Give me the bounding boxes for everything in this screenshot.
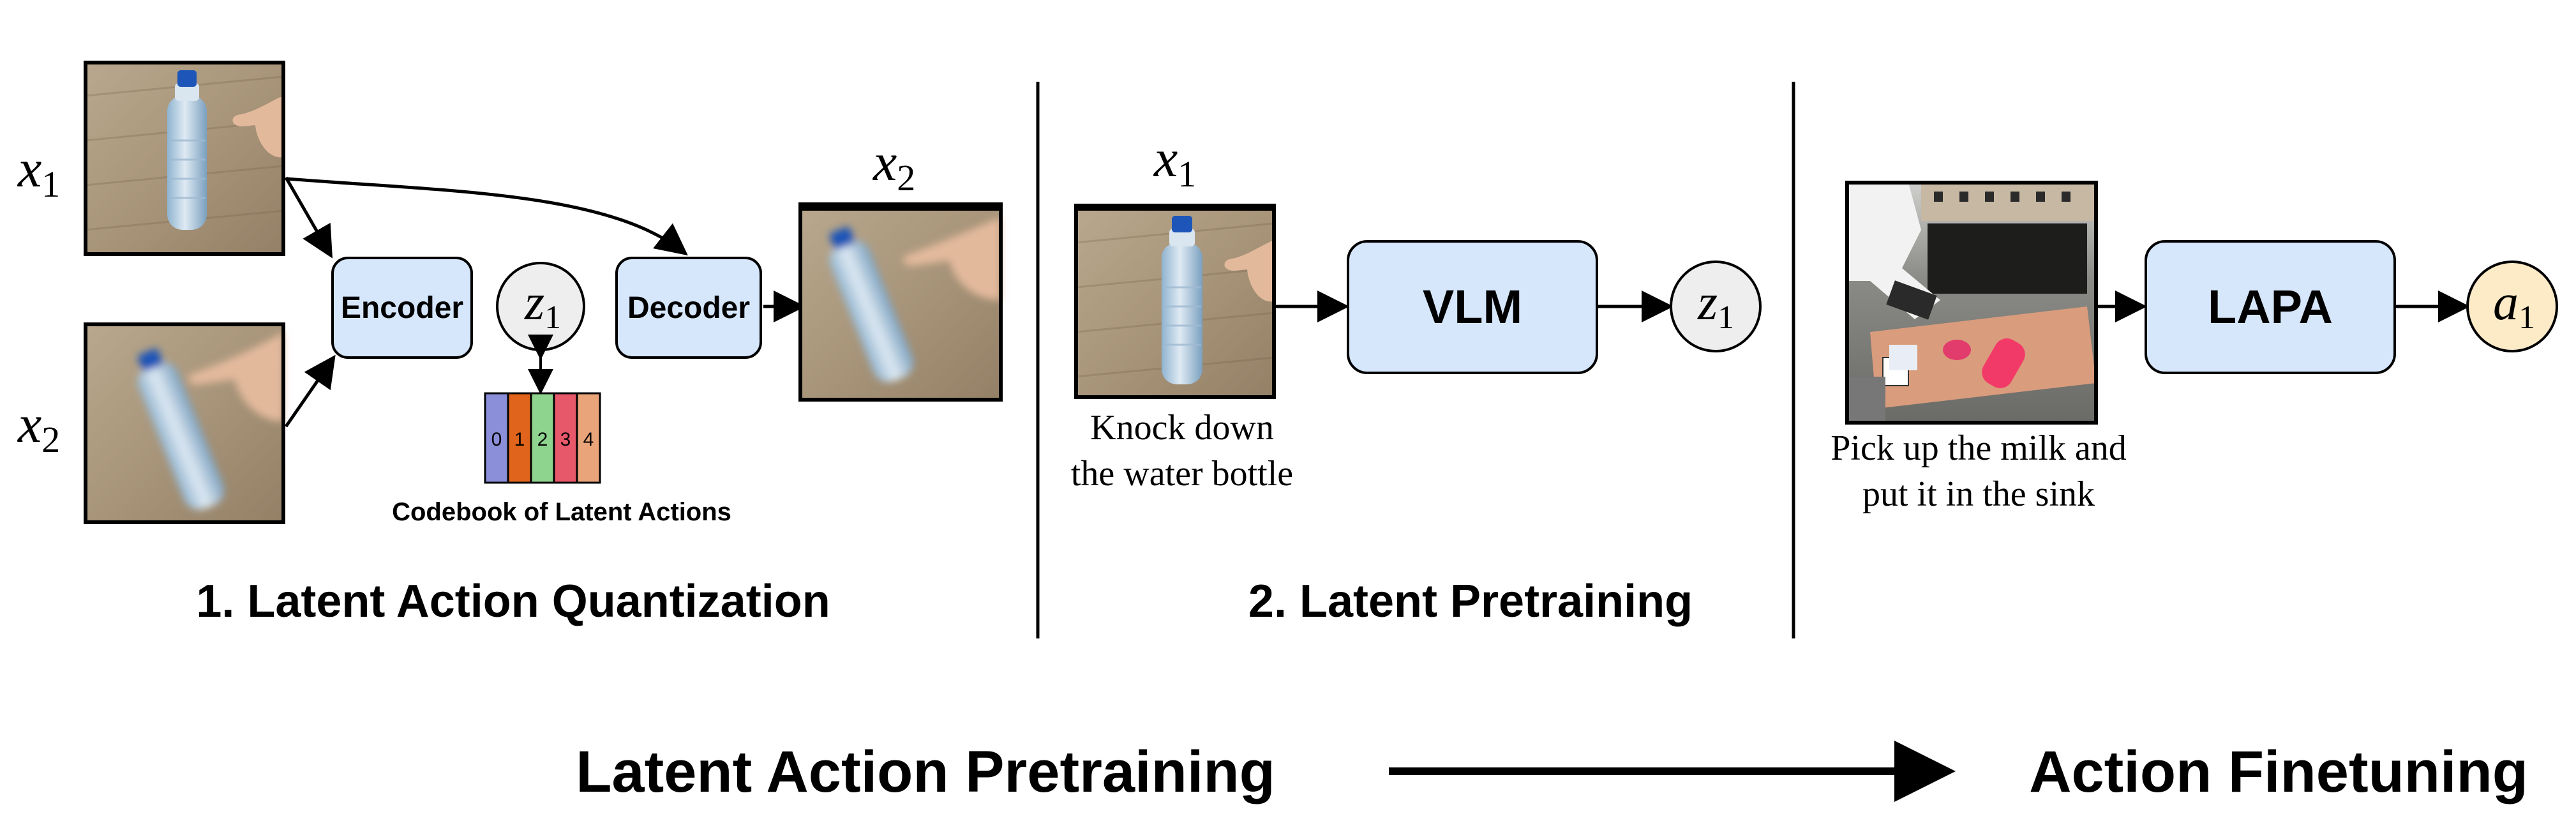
vlm-instruction-line2: the water bottle [1071,454,1293,494]
codebook-cell-label: 3 [560,429,571,450]
lapa-instruction-line2: put it in the sink [1862,474,2095,514]
codebook-cell-1: 1 [507,392,532,484]
action-a1-label: a1 [2493,275,2535,336]
arrow-x1-to-encoder [284,176,333,259]
frame-x1-image [84,61,285,256]
frame-x2-image [84,322,285,524]
codebook-cell-label: 4 [583,429,594,450]
vlm-label: VLM [1423,280,1522,333]
vlm-output-z1-node: z1 [1670,260,1762,352]
encoder-block: Encoder [331,257,473,359]
reconstructed-x2-image [798,202,1003,402]
vlm-block: VLM [1347,240,1598,374]
codebook-cell-2: 2 [530,392,555,484]
x1-label: x1 [17,139,60,205]
codebook-cell-label: 2 [537,429,548,450]
codebook-cell-label: 0 [491,429,502,450]
latent-z1-label: z1 [524,275,561,336]
section1-title: 1. Latent Action Quantization [196,576,830,627]
vlm-input-image [1074,204,1276,399]
arrow-x2-to-encoder [284,354,336,428]
arrow-x1-to-decoder [287,177,688,256]
codebook-cell-0: 0 [484,392,509,484]
action-finetuning-label: Action Finetuning [2029,739,2528,804]
codebook-caption: Codebook of Latent Actions [392,498,731,526]
vlm-instruction-line1: Knock down [1090,408,1274,448]
codebook-cell-3: 3 [553,392,578,484]
codebook-cell-label: 1 [514,429,525,450]
codebook-cell-4: 4 [576,392,601,484]
lapa-block: LAPA [2145,240,2396,374]
lapa-instruction-line1: Pick up the milk and [1831,428,2127,468]
vlm-input-x1-label: x1 [1153,129,1196,195]
encoder-label: Encoder [341,291,463,325]
lapa-label: LAPA [2208,280,2333,333]
latent-z1-node: z1 [496,262,585,351]
decoder-label: Decoder [627,291,750,325]
vlm-output-z1-label: z1 [1697,275,1734,336]
output-x2-label: x2 [872,133,915,199]
decoder-block: Decoder [615,257,762,359]
action-a1-node: a1 [2466,260,2558,352]
x2-label: x2 [17,395,60,460]
latent-action-pretraining-label: Latent Action Pretraining [576,739,1275,804]
robot-kitchen-image [1845,181,2098,425]
section2-title: 2. Latent Pretraining [1248,576,1693,627]
